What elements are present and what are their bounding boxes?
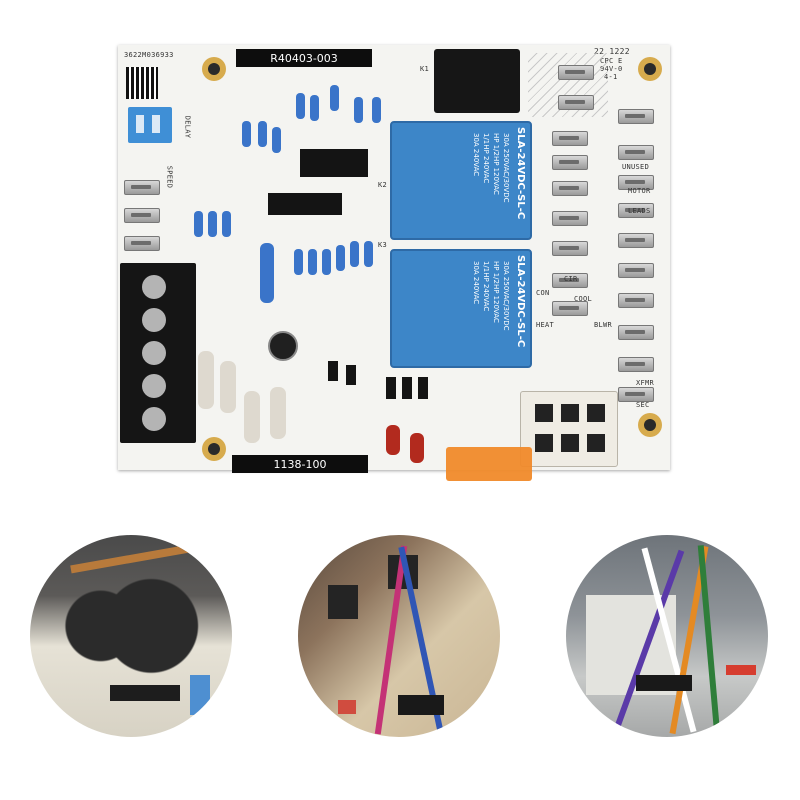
spade-terminal	[618, 109, 654, 124]
spade-terminal	[618, 175, 654, 190]
spade-terminal	[552, 301, 588, 316]
six-pin-connector	[520, 391, 618, 467]
top-part-number-bar: R40403-003	[236, 49, 372, 67]
speed-label: SPEED	[165, 165, 174, 189]
installed-board-photo	[30, 535, 232, 737]
relay-k3: SLA-24VDC-SL-C 30A 250VAC/30VDC HP 1/2HP…	[390, 249, 532, 368]
relay-k3-id: K3	[378, 241, 388, 249]
resistor	[308, 249, 317, 275]
resistor	[310, 95, 319, 121]
header-code: 22 1222	[594, 47, 630, 56]
spade-terminal	[618, 145, 654, 160]
ic-chip	[268, 193, 342, 215]
diode	[346, 365, 356, 385]
spade-terminal	[552, 181, 588, 196]
label-motor: MOTOR	[628, 187, 651, 195]
header-cpc: CPC E	[600, 57, 623, 65]
qr-code	[126, 67, 158, 99]
resistor	[364, 241, 373, 267]
spade-terminal	[618, 203, 654, 218]
diode	[386, 377, 396, 399]
mounting-hole	[202, 437, 226, 461]
spade-terminal	[552, 211, 588, 226]
relay-k2-id: K2	[378, 181, 388, 189]
spade-terminal	[618, 293, 654, 308]
bottom-part-number-bar: 1138-100	[232, 455, 368, 473]
control-board: 3622M036933 R40403-003 1138-100 DELAY SP…	[118, 45, 670, 481]
spade-terminal	[618, 325, 654, 340]
power-resistor	[198, 351, 214, 409]
delay-label: DELAY	[183, 115, 192, 139]
resistor	[208, 211, 217, 237]
label-cir: CIR	[564, 275, 578, 283]
diode	[328, 361, 338, 381]
spade-terminal	[552, 155, 588, 170]
speed-terminal	[124, 180, 160, 195]
label-leads: LEADS	[628, 207, 651, 215]
diode	[402, 377, 412, 399]
dip-switch[interactable]	[128, 107, 172, 143]
electrolytic-capacitor	[268, 331, 298, 361]
resistor	[372, 97, 381, 123]
label-con: CON	[536, 289, 550, 297]
spade-terminal	[618, 387, 654, 402]
spade-terminal	[552, 273, 588, 288]
label-xfmr: XFMR	[636, 379, 655, 387]
resistor	[322, 249, 331, 275]
speed-terminal	[124, 208, 160, 223]
wired-board-photo	[298, 535, 500, 737]
diode	[418, 377, 428, 399]
label-heat: HEAT	[536, 321, 555, 329]
speed-terminal	[124, 236, 160, 251]
mounting-hole	[638, 57, 662, 81]
resistor	[336, 245, 345, 271]
relay-k2: SLA-24VDC-SL-C 30A 250VAC/30VDC HP 1/2HP…	[390, 121, 532, 240]
resistor	[272, 127, 281, 153]
fuse	[446, 447, 532, 481]
serial-label: 3622M036933	[124, 51, 174, 59]
spade-terminal	[618, 357, 654, 372]
resistor	[258, 121, 267, 147]
spade-terminal	[558, 95, 594, 110]
power-resistor	[244, 391, 260, 443]
spade-terminal	[618, 263, 654, 278]
resistor	[354, 97, 363, 123]
spade-terminal	[552, 131, 588, 146]
k1-label: K1	[420, 65, 430, 73]
header-rating: 94V-0	[600, 65, 623, 73]
resistor	[330, 85, 339, 111]
label-cool: COOL	[574, 295, 593, 303]
resistor	[350, 241, 359, 267]
label-sec: SEC	[636, 401, 650, 409]
red-capacitor	[410, 433, 424, 463]
resistor	[194, 211, 203, 237]
resistor	[296, 93, 305, 119]
relay-k1	[434, 49, 520, 113]
label-unused: UNUSED	[622, 163, 650, 171]
header-sub: 4-1	[604, 73, 618, 81]
power-resistor	[220, 361, 236, 413]
resistor	[294, 249, 303, 275]
cabinet-wiring-photo	[566, 535, 768, 737]
spade-terminal	[558, 65, 594, 80]
label-blwr: BLWR	[594, 321, 613, 329]
mounting-hole	[638, 413, 662, 437]
red-capacitor	[386, 425, 400, 455]
power-resistor	[270, 387, 286, 439]
resistor	[222, 211, 231, 237]
mounting-hole	[202, 57, 226, 81]
spade-terminal	[618, 233, 654, 248]
ic-chip	[300, 149, 368, 177]
resistor-large	[260, 243, 274, 303]
spade-terminal	[552, 241, 588, 256]
resistor	[242, 121, 251, 147]
terminal-block	[120, 263, 196, 443]
